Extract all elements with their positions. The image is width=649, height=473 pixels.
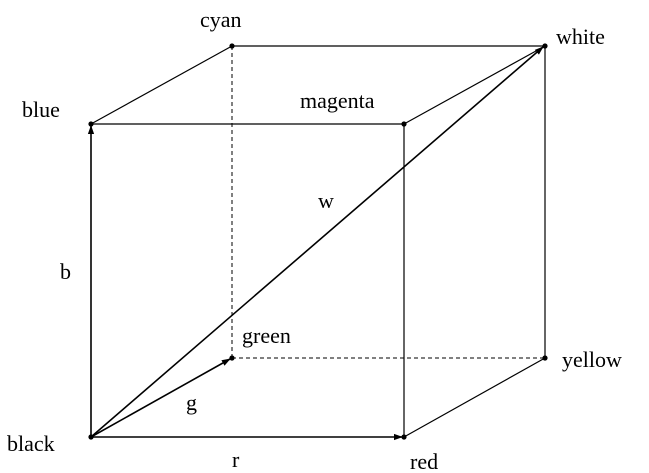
label-vector-b: b [60,259,71,284]
vertex-white-dot [542,43,548,49]
vector-w-arrow [90,46,544,438]
edge-magenta-white [403,45,546,125]
label-blue: blue [22,97,60,122]
label-vector-w: w [318,188,334,213]
label-cyan: cyan [200,7,242,32]
edge-red-yellow [403,357,546,438]
vertex-magenta-dot [401,121,407,127]
edge-blue-cyan [90,45,233,125]
label-yellow: yellow [562,347,622,372]
label-magenta: magenta [300,88,375,113]
vertex-green-dot [229,355,235,361]
label-vector-r: r [232,447,240,472]
label-green: green [242,323,291,348]
vertex-cyan-dot [229,43,235,49]
label-white: white [556,24,605,49]
vertex-blue-dot [88,121,94,127]
label-red: red [410,449,438,473]
label-black: black [7,431,55,456]
vertex-red-dot [401,434,407,440]
vector-g-arrow [90,358,231,438]
label-vector-g: g [186,390,197,415]
vertex-black-dot [88,434,94,440]
vertex-yellow-dot [542,355,548,361]
